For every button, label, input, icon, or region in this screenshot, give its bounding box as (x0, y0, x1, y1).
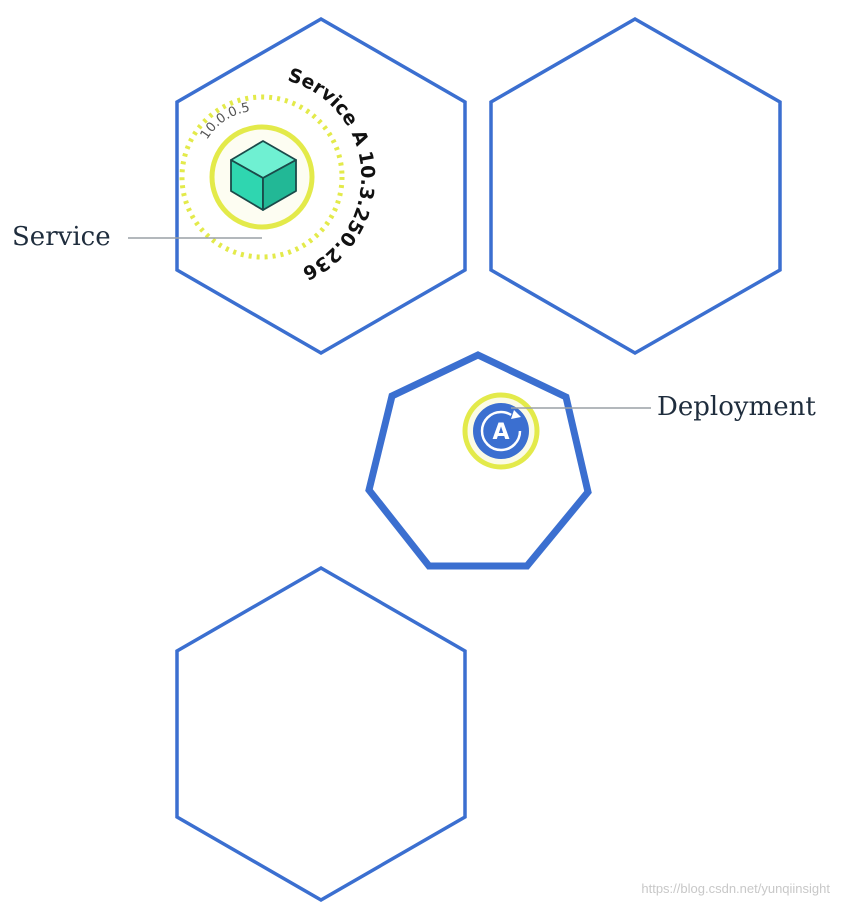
deployment-callout-label: Deployment (657, 392, 816, 422)
service-callout-label: Service (12, 222, 111, 252)
node-hexagon-bottom (175, 565, 467, 903)
cube-icon (230, 140, 297, 211)
deployment-heptagon (365, 351, 592, 570)
deployment-icon: A (462, 392, 540, 470)
node-hexagon-top-right (489, 16, 782, 356)
service-dotted-ring (179, 94, 345, 260)
deployment-icon-letter: A (492, 420, 509, 445)
watermark-text: https://blog.csdn.net/yunqiinsight (641, 881, 830, 896)
service-group: 10.0.0.5 Service A 10.3.250.236 (179, 64, 379, 284)
node-hexagon-top-left (175, 16, 467, 356)
